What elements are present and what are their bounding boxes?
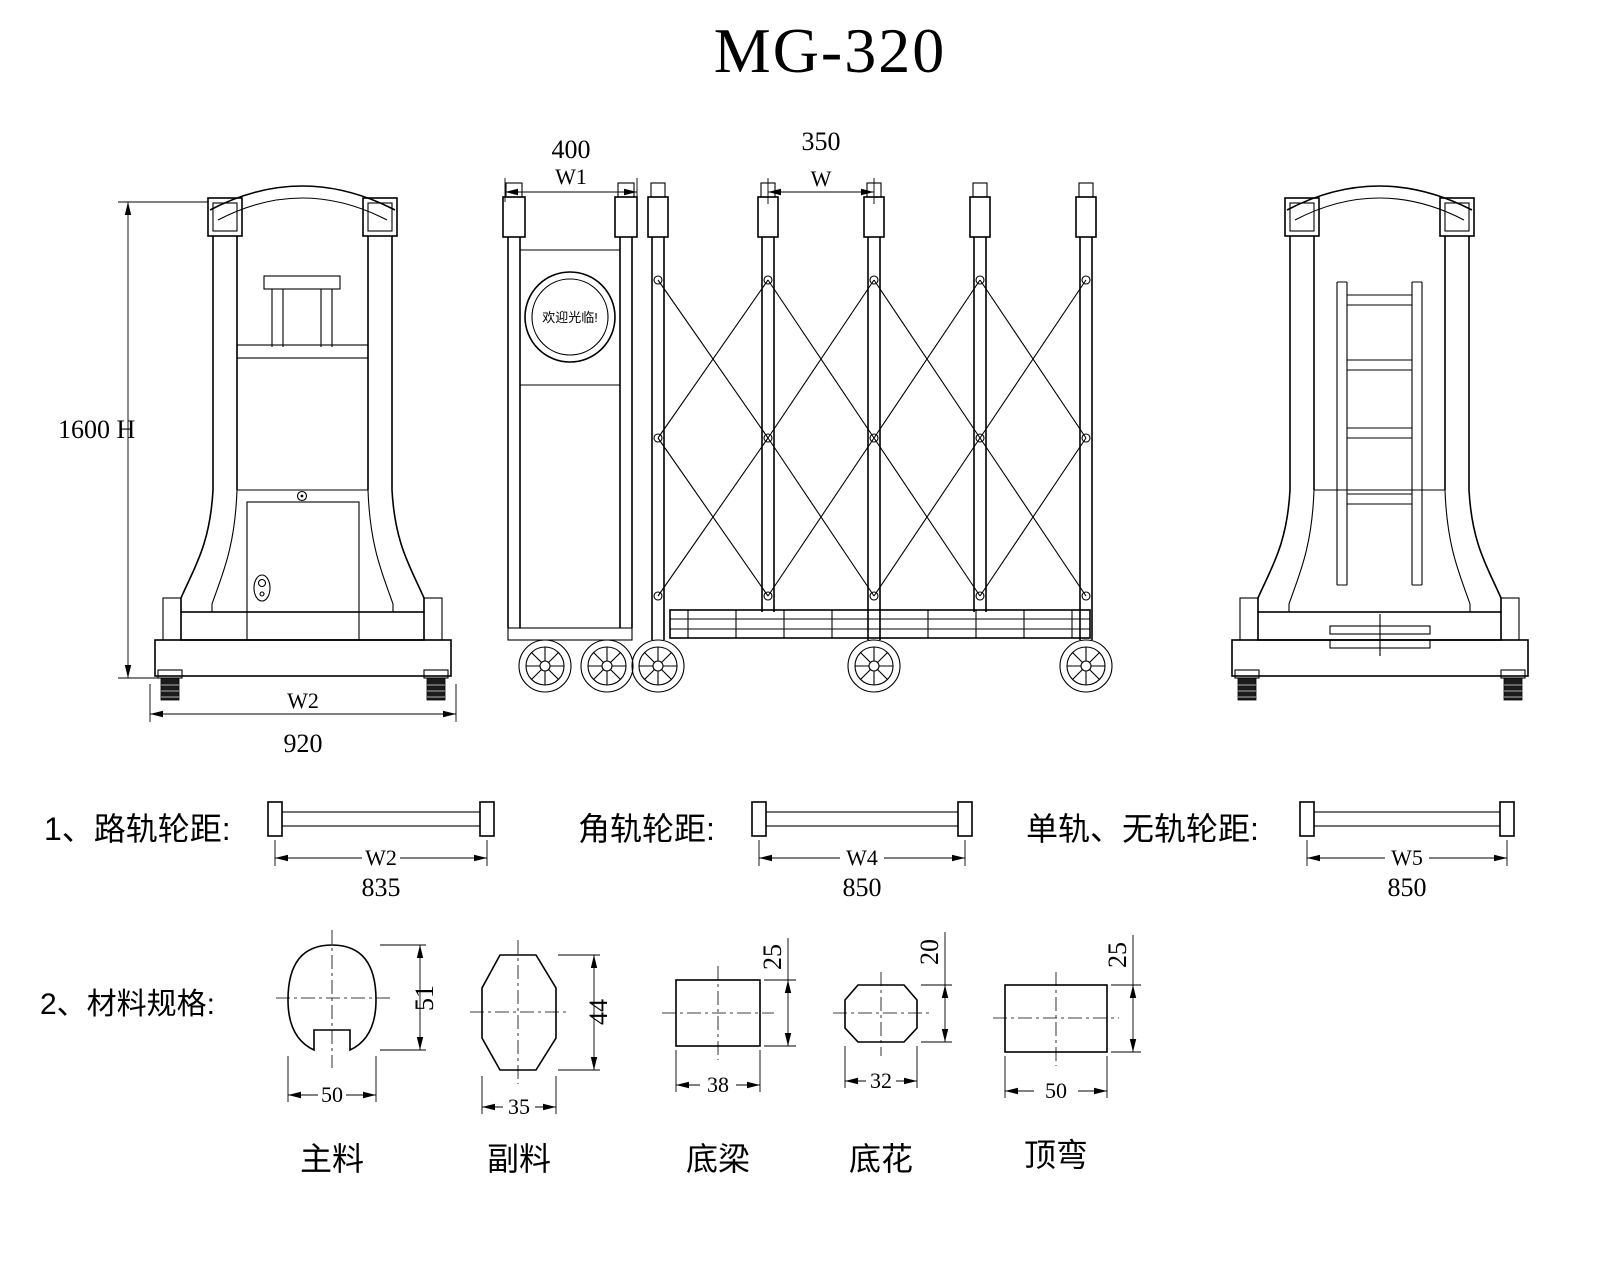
left-view: 1600 H xyxy=(58,185,457,758)
single-trackless-label: 单轨、无轨轮距: xyxy=(1026,811,1259,847)
materials-section: 2、材料规格: 51 50 主料 44 xyxy=(40,930,1141,1177)
ladder-frame xyxy=(1336,281,1423,586)
top-bend-name: 顶弯 xyxy=(1024,1137,1088,1173)
bottom-lattice-height: 20 xyxy=(915,939,944,965)
road-rail-dim-label: W2 xyxy=(365,845,397,870)
gate-wheel-icon xyxy=(1059,639,1113,693)
road-rail-label: 1、路轨轮距: xyxy=(44,811,231,847)
bottom-lattice-name: 底花 xyxy=(849,1141,913,1177)
profile-aux-tube: 44 35 副料 xyxy=(470,940,613,1177)
axle-corner-rail: W4 850 xyxy=(751,801,973,902)
gate-wheel-icon xyxy=(631,639,685,693)
bottom-beam-height: 25 xyxy=(758,944,787,970)
post-width-value: 400 xyxy=(552,135,591,164)
top-bend-width: 50 xyxy=(1045,1078,1067,1103)
profile-bottom-beam: 25 38 底梁 xyxy=(662,938,796,1177)
hinge-detail xyxy=(1329,614,1431,656)
middle-view: 400 W1 350 W 欢迎光临! xyxy=(502,127,1113,693)
main-tube-width: 50 xyxy=(321,1082,343,1107)
bottom-lattice-width: 32 xyxy=(870,1068,892,1093)
corner-rail-label: 角轨轮距: xyxy=(578,811,715,847)
caster-wheel-icon xyxy=(423,669,449,701)
w2-dim-value: 920 xyxy=(284,729,323,758)
axle-single-trackless: W5 850 xyxy=(1299,801,1515,902)
main-tube-height: 51 xyxy=(410,985,439,1011)
aux-tube-name: 副料 xyxy=(487,1141,551,1177)
gate-wheel-icon xyxy=(580,639,634,693)
single-trackless-dim-value: 850 xyxy=(1388,873,1427,902)
welcome-sign-text: 欢迎光临! xyxy=(542,310,598,325)
profile-bottom-lattice: 20 32 底花 xyxy=(833,932,952,1177)
top-bend-height: 25 xyxy=(1103,942,1132,968)
bottom-rail xyxy=(669,609,1091,639)
bottom-beam-width: 38 xyxy=(707,1072,729,1097)
scissor-lattice xyxy=(653,275,1091,601)
post-width-label: W1 xyxy=(555,164,587,189)
main-tube-name: 主料 xyxy=(300,1141,364,1177)
materials-label: 2、材料规格: xyxy=(40,988,215,1021)
caster-wheel-icon xyxy=(1234,669,1260,701)
pitch-value: 350 xyxy=(802,127,841,156)
gate-wheel-icon xyxy=(847,639,901,693)
accordion-posts xyxy=(647,182,1097,640)
height-dim-text: 1600 H xyxy=(58,415,136,444)
aux-tube-height: 44 xyxy=(584,999,613,1025)
caster-wheel-icon xyxy=(157,669,183,701)
profile-main-tube: 51 50 主料 xyxy=(276,930,439,1177)
wheel-spacing-section: 1、路轨轮距: W2 835 角轨轮距: W4 850 单轨、无轨轮距: xyxy=(44,801,1515,902)
lead-post: 欢迎光临! xyxy=(502,182,638,641)
bottom-beam-name: 底梁 xyxy=(686,1141,750,1177)
profile-top-bend: 25 50 顶弯 xyxy=(993,935,1141,1173)
right-view xyxy=(1231,185,1529,701)
corner-rail-dim-value: 850 xyxy=(843,873,882,902)
single-trackless-dim-label: W5 xyxy=(1391,845,1423,870)
aux-tube-width: 35 xyxy=(508,1094,530,1119)
road-rail-dim-value: 835 xyxy=(362,873,401,902)
drawing-title: MG-320 xyxy=(714,15,946,86)
pitch-label: W xyxy=(811,166,832,191)
caster-wheel-icon xyxy=(1500,669,1526,701)
gate-wheel-icon xyxy=(518,639,572,693)
w2-dim-label: W2 xyxy=(287,688,319,713)
axle-road-rail: W2 835 xyxy=(267,801,495,902)
corner-rail-dim-label: W4 xyxy=(846,845,878,870)
